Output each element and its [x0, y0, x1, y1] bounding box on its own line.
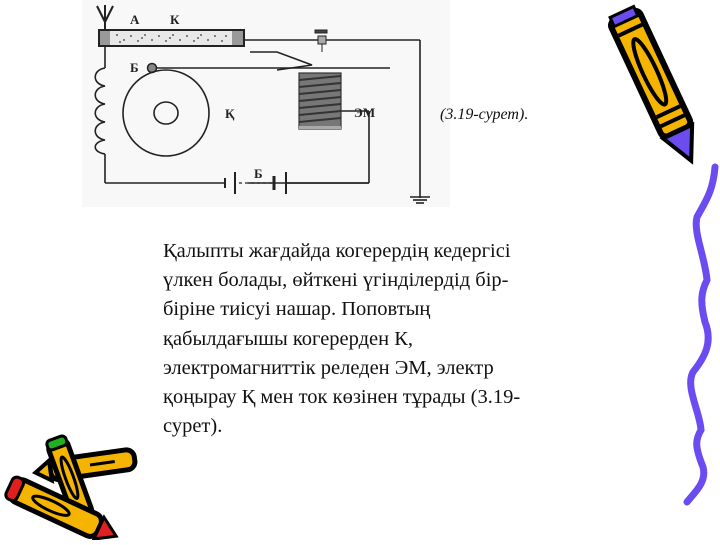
- squiggle-icon: [683, 163, 719, 506]
- paragraph-line: қоңырау Қ мен ток көзінен тұрады (3.19-: [163, 386, 521, 409]
- electromagnet-coil-icon: [298, 72, 342, 130]
- pencil-clipart-top-right: [595, 0, 720, 175]
- label-electromagnet: ЭМ: [354, 105, 375, 120]
- paragraph-line: Қалыпты жағдайда когерердің кедергісі: [163, 240, 511, 262]
- label-bell: Қ: [225, 106, 235, 121]
- adjusting-screw-icon: [314, 29, 328, 52]
- circuit-diagram: А К Б Қ: [82, 0, 450, 207]
- body-paragraph: Қалыпты жағдайда когерердің кедергісі үл…: [163, 237, 603, 441]
- antenna-icon: [96, 5, 114, 30]
- paragraph-line: электромагниттік реледен ЭМ, электр: [163, 356, 494, 379]
- label-battery: Б: [254, 166, 263, 181]
- popov-receiver-schematic: А К Б Қ: [94, 5, 430, 204]
- crossed-pencils-icon: [4, 434, 138, 541]
- coherer-tube: [98, 29, 245, 47]
- bell-icon: [122, 69, 210, 157]
- figure-caption: (3.19-сурет).: [440, 106, 529, 123]
- label-contact: Б: [130, 60, 139, 75]
- label-antenna: А: [130, 12, 140, 27]
- crossed-pencils-clipart: [0, 430, 150, 541]
- paragraph-line: үлкен болады, өйткені үгінділердід бір-: [163, 269, 509, 292]
- paragraph-line: біріне тиісуі нашар. Поповтың: [163, 298, 431, 321]
- paragraph-line: сурет).: [163, 415, 223, 438]
- ground-icon: [410, 196, 430, 204]
- pencil-icon: [608, 4, 695, 165]
- paragraph-line: қабылдағышы когерерден К,: [163, 327, 414, 350]
- squiggle-line-decoration: [665, 162, 720, 512]
- label-coherer: К: [170, 12, 180, 27]
- battery-icon: [224, 172, 369, 194]
